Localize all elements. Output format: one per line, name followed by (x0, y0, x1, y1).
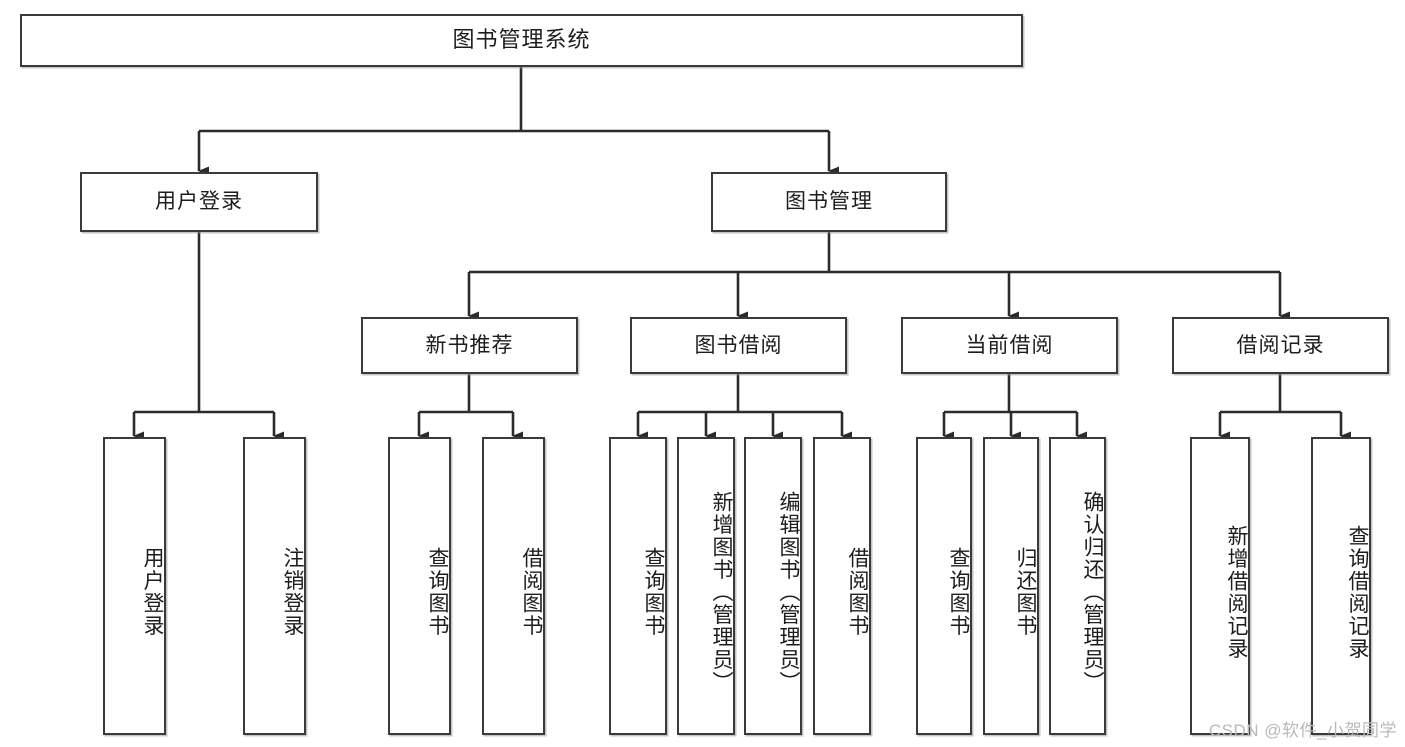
node-label: 借阅图书 (520, 547, 543, 637)
node-label: 当前借阅 (965, 333, 1054, 357)
node-label: 查询图书 (642, 547, 665, 637)
node-label: 注销登录 (281, 547, 304, 637)
node-leaf-5[interactable]: 新增图书（管理员） (677, 437, 735, 735)
node-leaf-9[interactable]: 归还图书 (983, 437, 1039, 735)
node-leaf-2[interactable]: 查询图书 (388, 437, 451, 735)
node-label: 查询图书 (947, 547, 970, 637)
node-leaf-1[interactable]: 注销登录 (243, 437, 306, 735)
node-label: 新书推荐 (425, 333, 514, 357)
node-label: 借阅记录 (1236, 333, 1325, 357)
node-label: 新增图书（管理员） (710, 490, 733, 694)
node-leaf-7[interactable]: 借阅图书 (813, 437, 871, 735)
node-label: 图书管理系统 (452, 27, 591, 53)
node-leaf-10[interactable]: 确认归还（管理员） (1049, 437, 1106, 735)
node-label: 图书管理 (785, 190, 873, 214)
node-leaf-12[interactable]: 查询借阅记录 (1311, 437, 1371, 735)
node-label: 确认归还（管理员） (1081, 490, 1104, 694)
node-label: 用户登录 (141, 547, 164, 637)
watermark-text: CSDN @软件_小贺同学 (1208, 721, 1397, 740)
node-label: 用户登录 (155, 190, 243, 214)
node-leaf-0[interactable]: 用户登录 (103, 437, 166, 735)
node-label: 编辑图书（管理员） (777, 490, 800, 694)
node-level3-0[interactable]: 新书推荐 (361, 317, 578, 374)
node-label: 归还图书 (1014, 547, 1037, 637)
node-leaf-4[interactable]: 查询图书 (609, 437, 667, 735)
node-label: 新增借阅记录 (1225, 524, 1248, 660)
node-level3-3[interactable]: 借阅记录 (1172, 317, 1389, 374)
node-level3-2[interactable]: 当前借阅 (901, 317, 1118, 374)
node-label: 查询图书 (426, 547, 449, 637)
node-leaf-8[interactable]: 查询图书 (916, 437, 972, 735)
node-root-system[interactable]: 图书管理系统 (20, 14, 1023, 67)
node-leaf-6[interactable]: 编辑图书（管理员） (744, 437, 802, 735)
node-level2-1[interactable]: 图书管理 (711, 172, 947, 232)
node-leaf-3[interactable]: 借阅图书 (482, 437, 545, 735)
node-label: 查询借阅记录 (1346, 524, 1369, 660)
node-level2-0[interactable]: 用户登录 (80, 172, 318, 232)
node-level3-1[interactable]: 图书借阅 (630, 317, 847, 374)
node-label: 借阅图书 (846, 547, 869, 637)
node-label: 图书借阅 (694, 333, 783, 357)
node-leaf-11[interactable]: 新增借阅记录 (1190, 437, 1250, 735)
